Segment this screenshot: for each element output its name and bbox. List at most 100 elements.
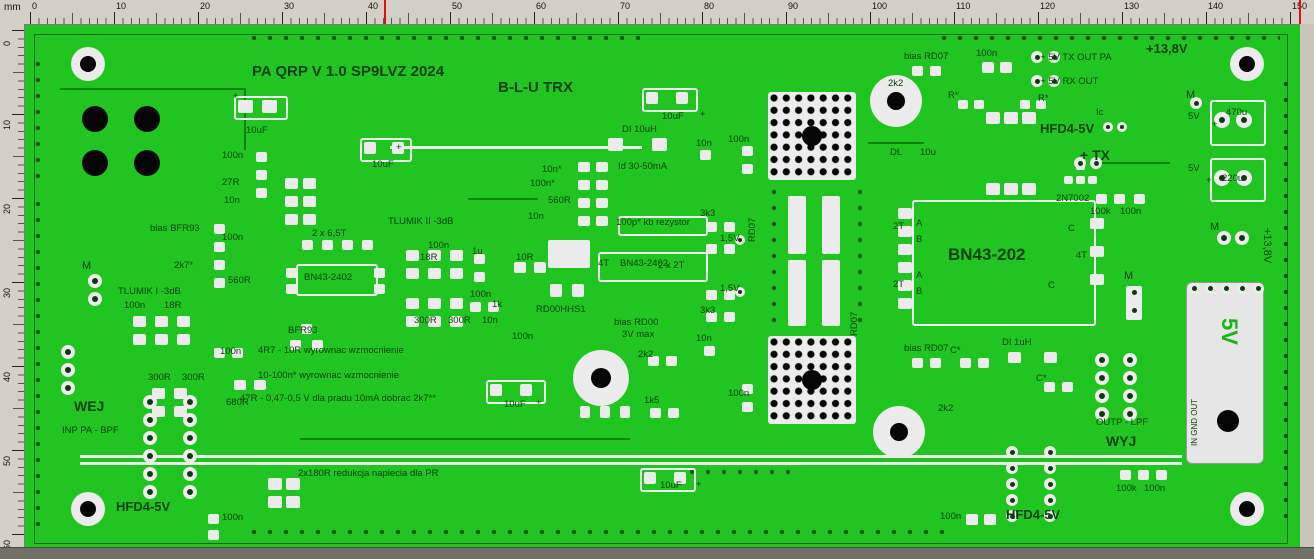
silkscreen-label[interactable]: 2k2 — [938, 403, 954, 414]
smd-pad[interactable] — [152, 388, 165, 399]
silkscreen-label[interactable]: 10n* — [542, 164, 562, 175]
silkscreen-label[interactable]: HFD4-5V — [1040, 121, 1095, 136]
silkscreen-label[interactable]: 680R — [226, 397, 249, 408]
smd-pad[interactable] — [177, 316, 190, 327]
silkscreen-label[interactable]: 100k — [1116, 483, 1137, 494]
smd-pad[interactable] — [620, 406, 630, 418]
through-hole-pad[interactable] — [1252, 282, 1264, 294]
silkscreen-label[interactable]: 100n — [1144, 483, 1166, 494]
silkscreen-label[interactable]: 5V — [1188, 163, 1200, 174]
silkscreen-label[interactable]: RD07 — [747, 217, 758, 242]
silkscreen-label[interactable]: C — [1068, 223, 1075, 234]
smd-pad[interactable] — [986, 112, 1000, 124]
silkscreen-label[interactable]: + — [536, 397, 542, 408]
smd-pad[interactable] — [674, 472, 686, 484]
silkscreen-label[interactable]: 100n — [940, 511, 962, 522]
silkscreen-label[interactable]: C* — [950, 345, 961, 356]
smd-pad[interactable] — [362, 240, 373, 250]
smd-pad[interactable] — [650, 408, 661, 418]
smd-pad[interactable] — [514, 262, 526, 273]
smd-pad[interactable] — [256, 170, 267, 180]
silkscreen-label[interactable]: TLUMIK II -3dB — [388, 216, 454, 227]
smd-pad[interactable] — [364, 142, 376, 154]
smd-pad[interactable] — [930, 66, 941, 76]
through-hole-pad[interactable] — [143, 395, 157, 409]
smd-pad[interactable] — [1022, 112, 1036, 124]
silkscreen-label[interactable]: 560R — [228, 275, 251, 286]
through-hole-pad[interactable] — [1031, 75, 1043, 87]
smd-pad[interactable] — [580, 406, 590, 418]
through-hole-pad[interactable] — [1044, 478, 1056, 490]
smd-pad[interactable] — [286, 478, 300, 490]
silkscreen-label[interactable]: DI 1uH — [1002, 337, 1032, 348]
smd-pad[interactable] — [342, 240, 353, 250]
smd-pad[interactable] — [286, 284, 297, 294]
smd-pad[interactable] — [974, 100, 984, 109]
smd-pad[interactable] — [548, 240, 590, 268]
smd-pad[interactable] — [700, 150, 711, 160]
smd-pad[interactable] — [788, 260, 806, 326]
smd-pad[interactable] — [958, 100, 968, 109]
silkscreen-label[interactable]: M — [1186, 89, 1196, 101]
smd-pad[interactable] — [234, 380, 246, 390]
smd-pad[interactable] — [155, 316, 168, 327]
silkscreen-label[interactable]: 1k5 — [644, 395, 660, 406]
smd-pad[interactable] — [1044, 382, 1055, 392]
smd-pad[interactable] — [290, 340, 301, 350]
smd-pad[interactable] — [256, 152, 267, 162]
through-hole-pad[interactable] — [183, 485, 197, 499]
through-hole-pad[interactable] — [1123, 371, 1137, 385]
smd-pad[interactable] — [450, 268, 463, 279]
silkscreen-label[interactable]: 1,5V — [720, 233, 740, 244]
smd-pad[interactable] — [238, 100, 253, 113]
through-hole-pad[interactable] — [1123, 389, 1137, 403]
silkscreen-label[interactable]: INP PA - BPF — [62, 425, 119, 436]
silkscreen-label[interactable]: bias RD07 — [904, 343, 949, 354]
silkscreen-label[interactable]: 470u — [1226, 107, 1248, 118]
through-hole-pad[interactable] — [1236, 112, 1252, 128]
smd-pad[interactable] — [898, 226, 912, 237]
silkscreen-label[interactable]: 100n — [428, 240, 450, 251]
proto-grid[interactable] — [768, 336, 856, 424]
silkscreen-label[interactable]: 100n — [470, 289, 492, 300]
through-hole-pad[interactable] — [1044, 494, 1056, 506]
through-hole-pad[interactable] — [1048, 75, 1060, 87]
through-hole-pad[interactable] — [61, 345, 75, 359]
through-hole-pad[interactable] — [1214, 170, 1230, 186]
smd-pad[interactable] — [214, 348, 225, 358]
silkscreen-label[interactable]: 10uF — [660, 480, 682, 491]
silkscreen-label[interactable]: 10-100n* wyrownac wzmocnienie — [258, 370, 399, 381]
smd-pad[interactable] — [1004, 183, 1018, 195]
silkscreen-label[interactable]: B — [916, 234, 923, 245]
silkscreen-label[interactable]: 27R — [222, 177, 240, 188]
smd-pad[interactable] — [676, 92, 688, 104]
through-hole-pad[interactable] — [183, 431, 197, 445]
silkscreen-label[interactable]: A — [916, 218, 923, 229]
proto-grid[interactable] — [768, 92, 856, 180]
smd-pad[interactable] — [303, 214, 316, 225]
silkscreen-label[interactable]: 100n — [728, 134, 750, 145]
smd-pad[interactable] — [1000, 62, 1012, 73]
through-hole-pad[interactable] — [870, 75, 922, 127]
smd-pad[interactable] — [1120, 470, 1131, 480]
smd-pad[interactable] — [644, 472, 656, 484]
through-hole-pad[interactable] — [1123, 407, 1137, 421]
smd-pad[interactable] — [822, 196, 840, 254]
silkscreen-label[interactable]: OUTP - LPF — [1096, 417, 1149, 428]
smd-pad[interactable] — [1022, 183, 1036, 195]
silkscreen-label[interactable]: WEJ — [74, 398, 105, 414]
through-hole-pad[interactable] — [1103, 122, 1113, 132]
smd-pad[interactable] — [174, 388, 187, 399]
through-hole-pad[interactable] — [71, 47, 105, 81]
smd-pad[interactable] — [470, 302, 481, 312]
smd-pad[interactable] — [254, 380, 266, 390]
smd-pad[interactable] — [490, 384, 502, 396]
smd-pad[interactable] — [742, 146, 753, 156]
silkscreen-label[interactable]: 2k7* — [174, 260, 194, 271]
smd-pad[interactable] — [822, 260, 840, 326]
smd-pad[interactable] — [450, 250, 463, 261]
through-hole-pad[interactable] — [735, 235, 745, 245]
smd-pad[interactable] — [578, 162, 590, 172]
smd-pad[interactable] — [982, 62, 994, 73]
smd-pad[interactable] — [978, 358, 989, 368]
